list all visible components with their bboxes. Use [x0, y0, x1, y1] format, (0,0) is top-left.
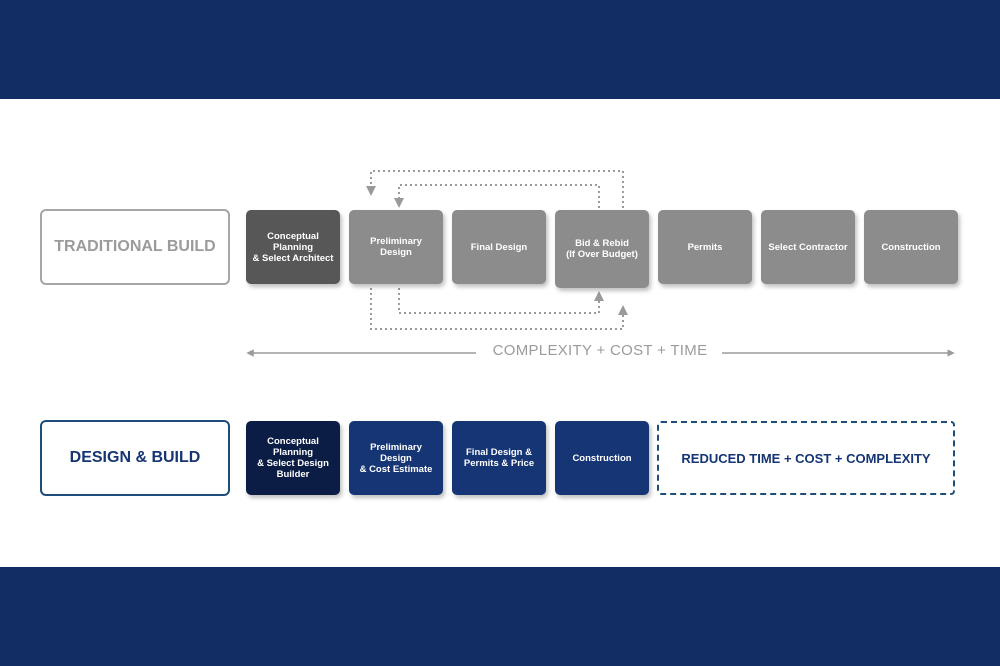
- traditional-step-5: Permits: [658, 210, 752, 284]
- traditional-step-2: Preliminary Design: [349, 210, 443, 284]
- design-build-step-2: Preliminary Design& Cost Estimate: [349, 421, 443, 495]
- traditional-step-4: Bid & Rebid(If Over Budget): [555, 210, 649, 288]
- design-build-step-3-line: Final Design &: [466, 447, 532, 458]
- traditional-step-6: Select Contractor: [761, 210, 855, 284]
- loop-outer-top: [366, 170, 624, 208]
- design-build-step-1-line: Conceptual Planning: [267, 436, 319, 458]
- design-build-step-3: Final Design &Permits & Price: [452, 421, 546, 495]
- design-build-step-1-line: & Select Design: [257, 458, 329, 469]
- traditional-step-2-line: Preliminary Design: [370, 236, 422, 258]
- traditional-step-3: Final Design: [452, 210, 546, 284]
- traditional-build-label: TRADITIONAL BUILD: [40, 209, 230, 285]
- reduced-outcome-box: REDUCED TIME + COST + COMPLEXITY: [657, 421, 955, 495]
- design-build-step-1-line: Builder: [276, 469, 310, 480]
- design-build-step-2-line: Preliminary Design: [370, 441, 422, 464]
- traditional-step-7-line: Construction: [881, 241, 941, 253]
- traditional-step-4-line: Bid & Rebid: [575, 238, 629, 249]
- complexity-axis-label: COMPLEXITY + COST + TIME: [480, 342, 720, 364]
- loop-outer-bottom: [370, 288, 628, 330]
- loop-inner-bottom: [398, 288, 604, 314]
- traditional-step-4-line: (If Over Budget): [566, 249, 638, 260]
- bottom-band: [0, 567, 1000, 666]
- top-band: [0, 0, 1000, 99]
- design-build-step-4-line: Construction: [572, 452, 632, 464]
- traditional-step-7: Construction: [864, 210, 958, 284]
- design-build-step-2-line: & Cost Estimate: [359, 463, 433, 475]
- traditional-step-1-line: & Select Architect: [252, 252, 334, 264]
- design-build-step-4: Construction: [555, 421, 649, 495]
- design-build-label: DESIGN & BUILD: [40, 420, 230, 496]
- traditional-step-5-line: Permits: [687, 241, 723, 253]
- traditional-step-1-line: Conceptual Planning: [267, 230, 319, 253]
- loop-inner-top: [394, 184, 600, 208]
- traditional-step-1: Conceptual Planning& Select Architect: [246, 210, 340, 284]
- design-build-step-3-line: Permits & Price: [463, 458, 535, 469]
- traditional-step-3-line: Final Design: [470, 241, 528, 253]
- traditional-step-6-line: Select Contractor: [768, 241, 848, 253]
